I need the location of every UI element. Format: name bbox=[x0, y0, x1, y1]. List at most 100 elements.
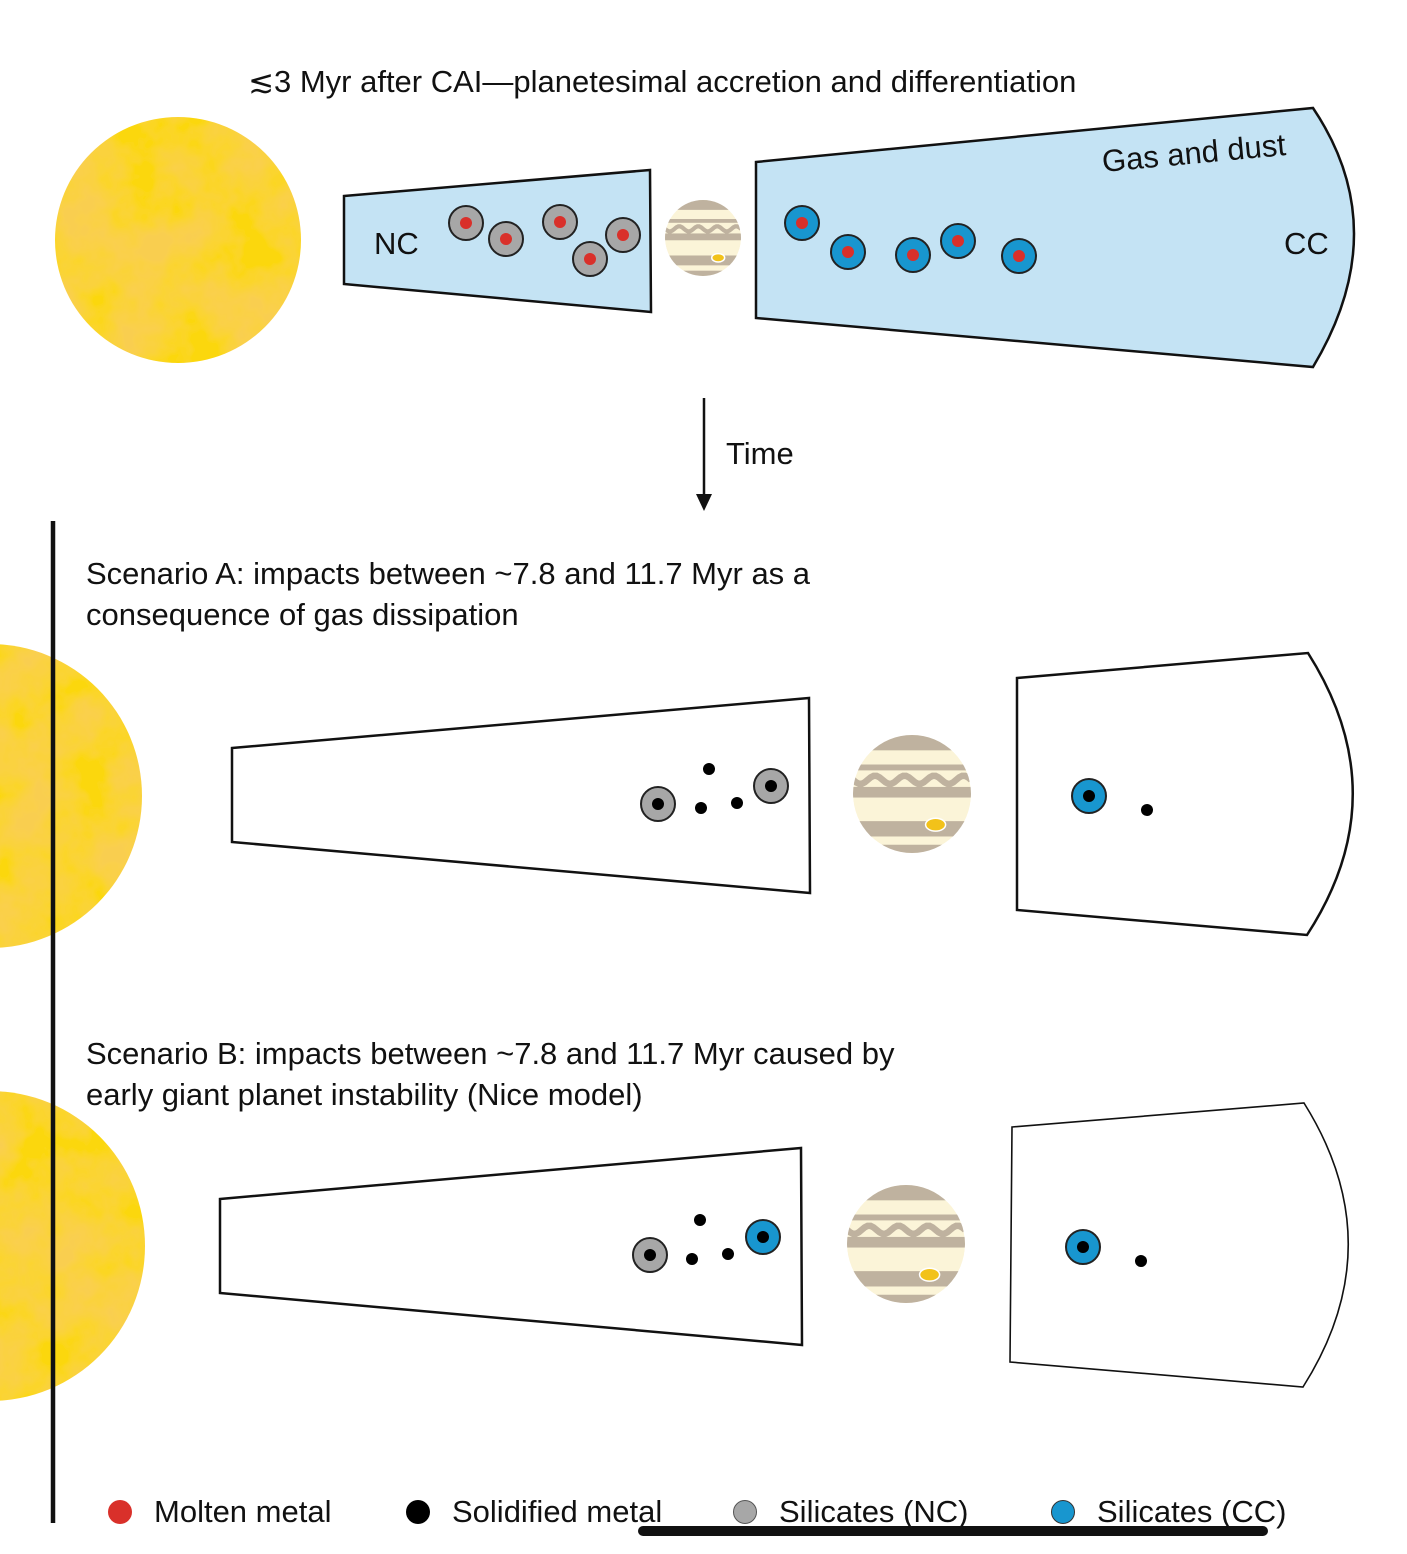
scenario-a-line1: Scenario A: impacts between ~7.8 and 11.… bbox=[86, 556, 811, 591]
jupiter-spot bbox=[924, 817, 947, 832]
planetesimals-top bbox=[448, 204, 1037, 277]
planetesimal-core bbox=[554, 216, 566, 228]
planetesimal bbox=[448, 205, 484, 241]
planetesimal bbox=[488, 221, 524, 257]
planetesimal-core bbox=[1077, 1241, 1089, 1253]
jupiter-band bbox=[847, 1294, 965, 1303]
jupiter-spot bbox=[710, 252, 726, 263]
planetesimal-core bbox=[460, 217, 472, 229]
legend-item-molten-metal: Molten metal bbox=[108, 1494, 331, 1530]
outer-disk-scenario-b bbox=[1009, 1102, 1350, 1388]
planetesimal-core bbox=[1083, 790, 1095, 802]
legend-item-silicates-cc: Silicates (CC) bbox=[1051, 1494, 1286, 1530]
legend-label: Solidified metal bbox=[452, 1494, 663, 1529]
solidified-metal-body bbox=[703, 763, 715, 775]
jupiter-wave bbox=[665, 224, 741, 234]
planetesimal-core bbox=[796, 217, 808, 229]
planetesimal bbox=[784, 205, 820, 241]
planetesimal-core bbox=[500, 233, 512, 245]
solidified-metal-body bbox=[1135, 1255, 1147, 1267]
planetesimal bbox=[895, 237, 931, 273]
planetesimal bbox=[640, 786, 676, 822]
legend: Molten metal Solidified metal Silicates … bbox=[0, 1494, 1407, 1534]
solidified-metal-body bbox=[695, 802, 707, 814]
jupiter-band bbox=[665, 255, 741, 266]
planetesimal-core bbox=[584, 253, 596, 265]
planetesimal-core bbox=[652, 798, 664, 810]
time-arrow bbox=[696, 398, 712, 511]
outer-disk-top bbox=[754, 106, 1356, 369]
silicates-cc-swatch-icon bbox=[1051, 1500, 1075, 1524]
planetesimal-core bbox=[765, 780, 777, 792]
planetesimal-core bbox=[617, 229, 629, 241]
planetesimals-scenario-a bbox=[640, 763, 1153, 822]
planetesimal bbox=[1001, 238, 1037, 274]
planetesimal-core bbox=[1013, 250, 1025, 262]
legend-label: Molten metal bbox=[154, 1494, 332, 1529]
jupiter-band bbox=[853, 735, 971, 751]
solidified-metal-body bbox=[722, 1248, 734, 1260]
planetesimal bbox=[1065, 1229, 1101, 1265]
molten-metal-swatch-icon bbox=[108, 1500, 132, 1524]
planetesimals-scenario-b bbox=[632, 1214, 1147, 1273]
jupiter-band bbox=[853, 821, 971, 837]
solidified-metal-body bbox=[694, 1214, 706, 1226]
legend-label: Silicates (NC) bbox=[779, 1494, 969, 1529]
legend-item-silicates-nc: Silicates (NC) bbox=[733, 1494, 968, 1530]
sun-scenario-a bbox=[0, 644, 142, 948]
label-cc: CC bbox=[1284, 226, 1329, 261]
jupiter-scenario-b bbox=[847, 1185, 965, 1303]
solidified-metal-body bbox=[686, 1253, 698, 1265]
scenario-b-line1: Scenario B: impacts between ~7.8 and 11.… bbox=[86, 1036, 895, 1071]
time-label: Time bbox=[726, 436, 794, 471]
silicates-nc-swatch-icon bbox=[733, 1500, 757, 1524]
planetesimal-core bbox=[952, 235, 964, 247]
legend-item-solidified-metal: Solidified metal bbox=[406, 1494, 662, 1530]
jupiter-wave bbox=[853, 772, 971, 788]
planetesimal bbox=[572, 241, 608, 277]
jupiter-band bbox=[665, 200, 741, 210]
jupiter-band bbox=[853, 764, 971, 771]
planetesimal bbox=[940, 223, 976, 259]
jupiter-band bbox=[665, 270, 741, 276]
planetesimal bbox=[605, 217, 641, 253]
jupiter-band bbox=[847, 1271, 965, 1287]
jupiter-wave bbox=[847, 1222, 965, 1238]
planetesimal-core bbox=[842, 246, 854, 258]
planetesimal-core bbox=[757, 1231, 769, 1243]
sun-scenario-b bbox=[0, 1091, 145, 1401]
jupiter-spot bbox=[918, 1267, 941, 1282]
jupiter-top bbox=[665, 200, 741, 276]
planetesimal-core bbox=[907, 249, 919, 261]
planetesimal bbox=[753, 768, 789, 804]
diagram-title: ≲3 Myr after CAI—planetesimal accretion … bbox=[248, 64, 1077, 99]
solidified-metal-body bbox=[731, 797, 743, 809]
planetesimal bbox=[745, 1219, 781, 1255]
scenario-b-line2: early giant planet instability (Nice mod… bbox=[86, 1077, 643, 1112]
solidified-metal-body bbox=[1141, 804, 1153, 816]
planetesimal bbox=[1071, 778, 1107, 814]
planetesimal bbox=[830, 234, 866, 270]
jupiter-band bbox=[853, 786, 971, 798]
solidified-metal-swatch-icon bbox=[406, 1500, 430, 1524]
scenario-a-caption: Scenario A: impacts between ~7.8 and 11.… bbox=[86, 553, 1046, 635]
planetesimal bbox=[632, 1237, 668, 1273]
scenario-b-caption: Scenario B: impacts between ~7.8 and 11.… bbox=[86, 1033, 1046, 1115]
outer-disk-scenario-a bbox=[1015, 651, 1354, 937]
jupiter-band bbox=[847, 1236, 965, 1248]
jupiter-band bbox=[853, 844, 971, 853]
inner-disk-scenario-b bbox=[218, 1146, 804, 1347]
jupiter-scenario-a bbox=[853, 735, 971, 853]
planetesimal bbox=[542, 204, 578, 240]
scenario-a-line2: consequence of gas dissipation bbox=[86, 597, 519, 632]
jupiter-band bbox=[665, 233, 741, 241]
legend-label: Silicates (CC) bbox=[1097, 1494, 1287, 1529]
label-nc: NC bbox=[374, 226, 419, 261]
jupiter-band bbox=[665, 219, 741, 223]
planetesimal-core bbox=[644, 1249, 656, 1261]
inner-disk-scenario-a bbox=[230, 696, 812, 895]
jupiter-band bbox=[847, 1185, 965, 1201]
sun-top bbox=[55, 117, 301, 363]
jupiter-band bbox=[847, 1214, 965, 1221]
